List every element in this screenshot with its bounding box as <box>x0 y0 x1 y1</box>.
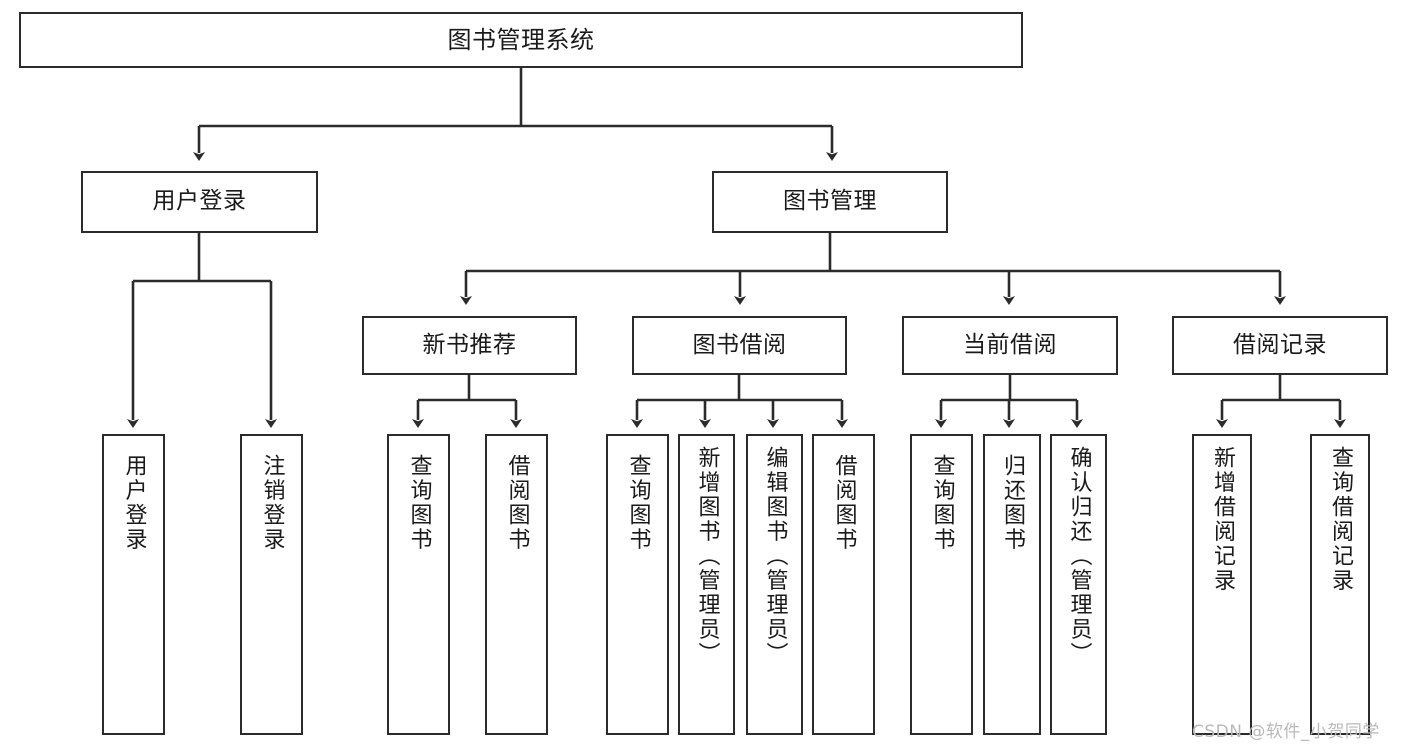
node-leaf-borrow-book-recommend-label: 借阅图书 <box>504 454 530 552</box>
node-book-management[interactable]: 图书管理 <box>712 171 948 233</box>
node-root-label: 图书管理系统 <box>447 25 595 54</box>
node-new-book-recommend-label: 新书推荐 <box>422 331 517 358</box>
node-leaf-return-book[interactable]: 归还图书 <box>983 434 1041 735</box>
node-leaf-edit-book[interactable]: 编辑图书（管理员） <box>746 434 803 735</box>
node-book-borrow[interactable]: 图书借阅 <box>632 316 847 375</box>
node-root[interactable]: 图书管理系统 <box>19 12 1023 68</box>
node-leaf-user-login[interactable]: 用户登录 <box>102 434 165 735</box>
node-leaf-borrow-book-label: 借阅图书 <box>831 454 857 552</box>
node-leaf-user-login-label: 用户登录 <box>121 454 147 552</box>
node-leaf-add-borrow-record-label: 新增借阅记录 <box>1210 446 1235 593</box>
node-user-login[interactable]: 用户登录 <box>81 171 318 233</box>
node-leaf-logout-label: 注销登录 <box>259 454 285 552</box>
node-leaf-return-book-label: 归还图书 <box>1000 454 1025 552</box>
node-book-borrow-label: 图书借阅 <box>692 331 787 358</box>
node-leaf-add-book[interactable]: 新增图书（管理员） <box>678 434 735 735</box>
node-leaf-query-borrow-record[interactable]: 查询借阅记录 <box>1310 434 1370 735</box>
node-new-book-recommend[interactable]: 新书推荐 <box>362 316 577 375</box>
node-leaf-query-book-current[interactable]: 查询图书 <box>910 434 973 735</box>
node-leaf-borrow-book-recommend[interactable]: 借阅图书 <box>485 434 548 735</box>
node-leaf-query-book-borrow[interactable]: 查询图书 <box>606 434 669 735</box>
node-leaf-query-book-borrow-label: 查询图书 <box>625 454 651 552</box>
node-current-borrow-label: 当前借阅 <box>963 331 1057 358</box>
watermark: CSDN @软件_小贺同学 <box>1192 722 1380 742</box>
node-leaf-confirm-return-label: 确认归还（管理员） <box>1066 446 1092 667</box>
node-leaf-query-book-current-label: 查询图书 <box>929 454 955 552</box>
node-leaf-query-borrow-record-label: 查询借阅记录 <box>1328 446 1353 593</box>
node-borrow-record-label: 借阅记录 <box>1233 331 1327 358</box>
node-book-management-label: 图书管理 <box>783 188 877 215</box>
node-current-borrow[interactable]: 当前借阅 <box>902 316 1118 375</box>
node-user-login-label: 用户登录 <box>152 188 247 215</box>
node-leaf-borrow-book[interactable]: 借阅图书 <box>812 434 875 735</box>
node-leaf-edit-book-label: 编辑图书（管理员） <box>762 446 788 667</box>
node-leaf-add-book-label: 新增图书（管理员） <box>694 446 720 667</box>
node-leaf-confirm-return[interactable]: 确认归还（管理员） <box>1050 434 1107 735</box>
node-leaf-query-book-recommend-label: 查询图书 <box>406 454 432 552</box>
node-leaf-query-book-recommend[interactable]: 查询图书 <box>387 434 450 735</box>
node-leaf-add-borrow-record[interactable]: 新增借阅记录 <box>1192 434 1252 735</box>
node-borrow-record[interactable]: 借阅记录 <box>1172 316 1388 375</box>
node-leaf-logout[interactable]: 注销登录 <box>240 434 303 735</box>
